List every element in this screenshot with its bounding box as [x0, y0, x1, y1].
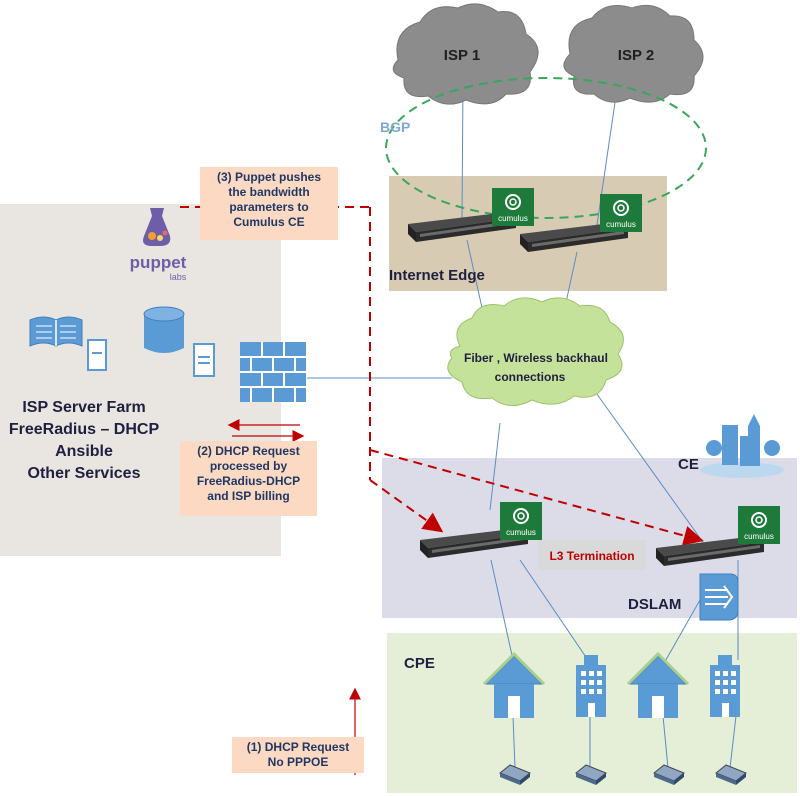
firewall-icon — [240, 342, 306, 402]
isp2-label: ISP 2 — [618, 47, 654, 64]
l3-termination-label: L3 Termination — [549, 549, 634, 563]
dslam-icon — [699, 573, 739, 621]
step2-line2: processed by — [209, 459, 288, 473]
city-icon — [700, 414, 784, 478]
step2-line1: (2) DHCP Request — [197, 444, 300, 458]
server-farm-line3: Ansible — [55, 443, 113, 460]
backhaul-label-line2: connections — [495, 370, 566, 384]
backhaul-label-line1: Fiber , Wireless backhaul — [464, 351, 608, 365]
step3-line3: parameters to — [229, 200, 309, 214]
backhaul-cloud — [447, 297, 624, 406]
cpe-label: CPE — [404, 655, 435, 672]
puppet-logo-word: puppet — [130, 253, 187, 272]
puppet-logo-sub: labs — [170, 272, 187, 282]
step2-line3: FreeRadius-DHCP — [196, 474, 301, 488]
isp1-cloud — [392, 3, 539, 105]
internet-edge-label: Internet Edge — [389, 267, 485, 284]
server-farm-line1: ISP Server Farm — [22, 399, 145, 416]
step1-note: (1) DHCP Request No PPPOE — [232, 737, 364, 773]
step2-note: (2) DHCP Request processed by FreeRadius… — [180, 441, 317, 516]
cumulus-badge-edge-2: cumulus — [599, 193, 643, 233]
isp2-cloud — [563, 4, 704, 103]
step3-line2: the bandwidth — [228, 185, 310, 199]
l3-termination-box — [538, 540, 646, 570]
isp1-label: ISP 1 — [444, 47, 480, 64]
cumulus-badge-edge-1: cumulus — [491, 187, 535, 227]
step3-note: (3) Puppet pushes the bandwidth paramete… — [200, 167, 338, 240]
ce-label: CE — [678, 456, 699, 473]
cumulus-badge-ce-2: cumulus — [737, 505, 781, 545]
server-farm-line4: Other Services — [28, 465, 141, 482]
svg-text:cumulus: cumulus — [744, 532, 774, 541]
step3-line1: (3) Puppet pushes — [216, 170, 321, 184]
svg-text:cumulus: cumulus — [498, 214, 528, 223]
step1-line2: No PPPOE — [267, 755, 329, 769]
bgp-label: BGP — [380, 119, 410, 135]
puppet-labs-logo: puppet labs — [130, 208, 187, 282]
step2-line4: and ISP billing — [207, 489, 290, 503]
dslam-label: DSLAM — [628, 596, 681, 613]
database-server-icon — [143, 306, 215, 377]
svg-text:cumulus: cumulus — [606, 220, 636, 229]
cumulus-badge-ce-1: cumulus — [499, 501, 543, 541]
step3-line4: Cumulus CE — [233, 215, 305, 229]
svg-text:cumulus: cumulus — [506, 528, 536, 537]
book-server-icon — [29, 316, 107, 371]
server-farm-line2: FreeRadius – DHCP — [9, 421, 160, 438]
bgp-ellipse — [385, 77, 707, 219]
step1-line1: (1) DHCP Request — [246, 740, 350, 754]
